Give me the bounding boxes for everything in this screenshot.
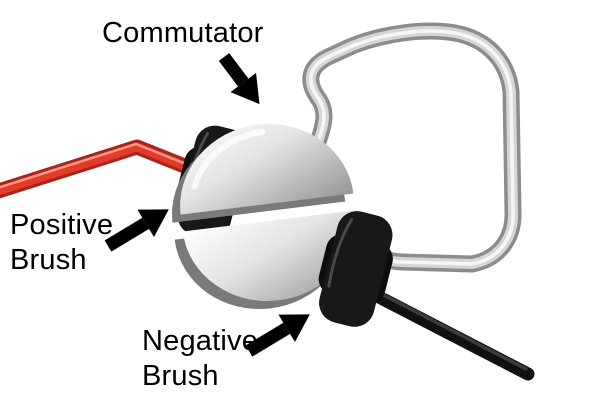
arrow-shaft: [104, 217, 150, 252]
negative-brush-label-line2: Brush: [142, 360, 219, 393]
negative-brush-graphic: [318, 211, 393, 327]
negative-brush-label-line1: Negative: [142, 325, 259, 357]
commutator-segment-bottom: [182, 210, 356, 301]
positive-brush-label-line1: Positive: [10, 209, 114, 241]
red-wire: [0, 139, 205, 199]
positive-brush-label-line2: Brush: [10, 244, 87, 277]
commutator-graphic: [172, 124, 356, 310]
commutator-label-text: Commutator: [102, 17, 264, 49]
arrow-head: [230, 72, 260, 105]
negative-brush-highlight: [327, 217, 354, 288]
red-wire-base: [0, 139, 205, 199]
arrow-shaft: [218, 53, 249, 87]
commutator-label: Commutator: [102, 16, 264, 51]
negative-brush-body: [319, 211, 393, 327]
arrow-shaft: [245, 322, 291, 357]
arrow-head: [278, 314, 310, 343]
commutator-rim-highlight: [191, 129, 266, 190]
negative-brush-arrow-icon: [245, 314, 310, 357]
positive-brush-label: Positive Brush: [10, 208, 113, 279]
negative-brush-label: Negative Brush: [142, 324, 258, 395]
positive-brush-arrow-icon: [104, 209, 169, 252]
commutator-arrow-icon: [218, 53, 260, 105]
armature-loop-wire-highlight: [309, 29, 515, 266]
armature-loop-wire: [302, 22, 522, 273]
arrow-head: [137, 209, 169, 238]
red-wire-highlight: [0, 142, 198, 189]
red-wire-core: [0, 142, 202, 196]
